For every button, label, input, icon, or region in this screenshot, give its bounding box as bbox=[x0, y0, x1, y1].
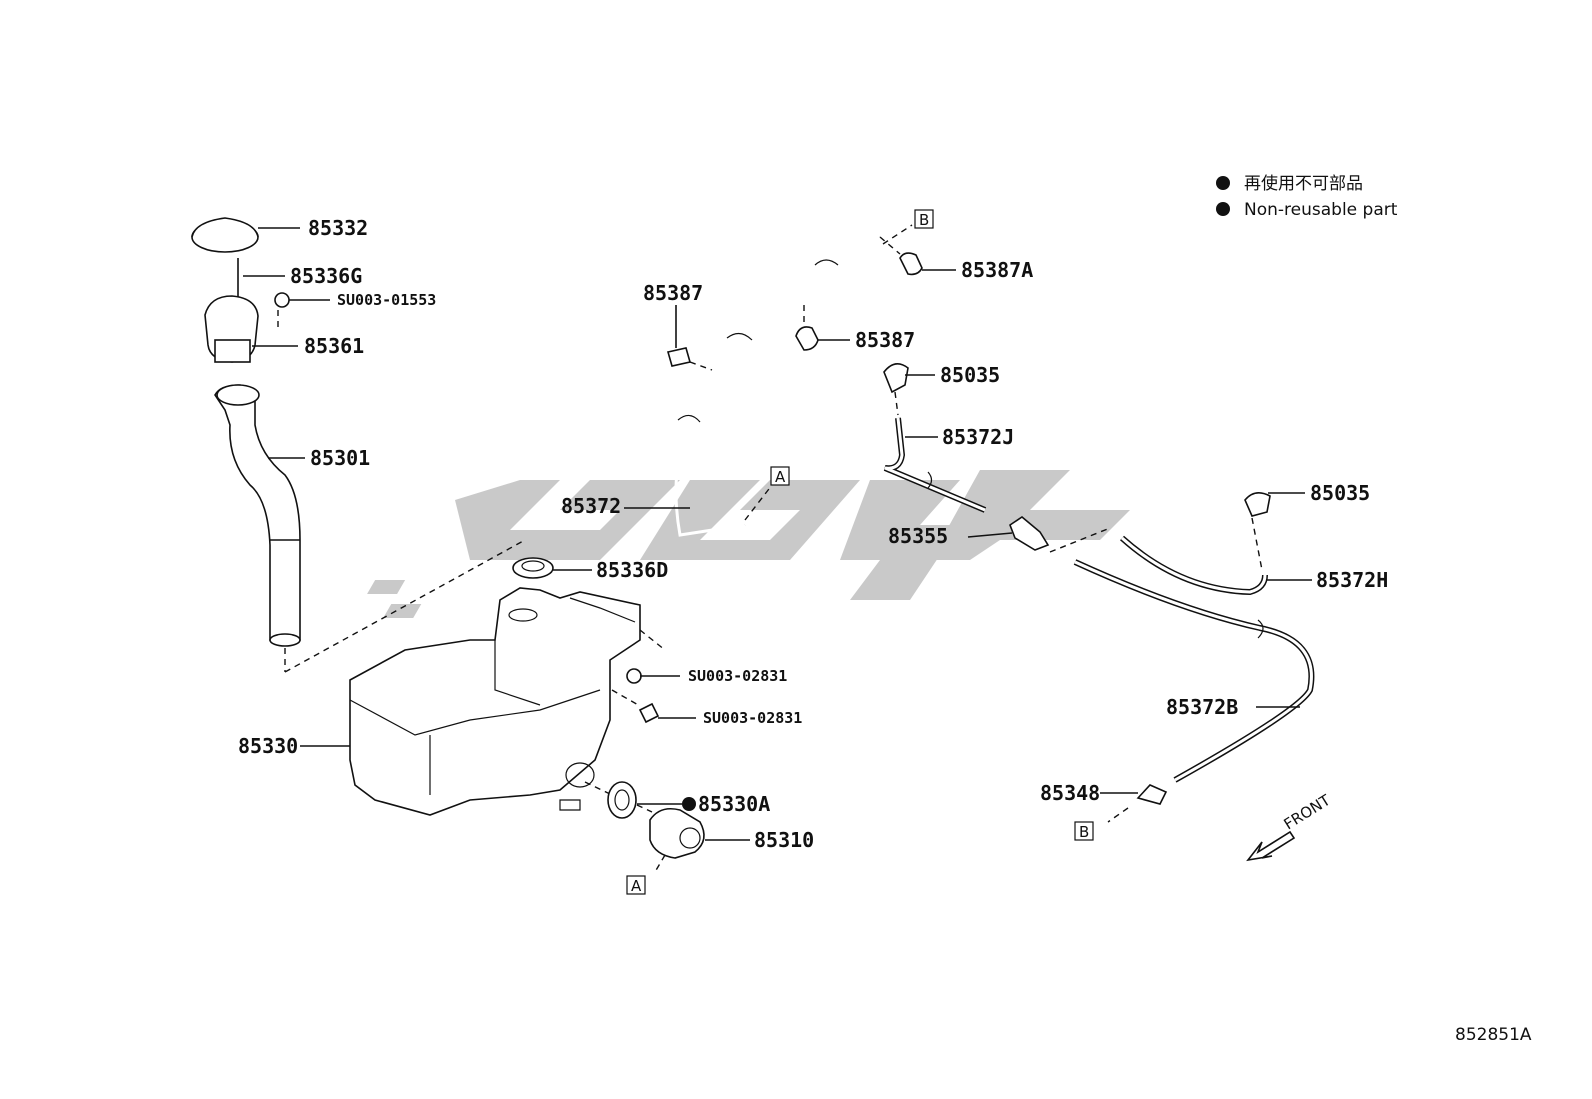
label-su003-02831-upper: SU003-02831 bbox=[688, 667, 787, 685]
clip-su003-01553 bbox=[274, 292, 330, 330]
clip-85387-right bbox=[795, 300, 850, 351]
label-85387-right: 85387 bbox=[855, 328, 915, 352]
label-85330A: 85330A bbox=[698, 792, 770, 816]
label-85035-right: 85035 bbox=[1310, 481, 1370, 505]
washer-pump-85310 bbox=[649, 807, 750, 873]
pump-grommet-85330A bbox=[607, 781, 696, 819]
ref-box-b-bottom: B bbox=[1074, 821, 1094, 841]
label-85372: 85372 bbox=[561, 494, 621, 518]
label-85387-left: 85387 bbox=[643, 281, 703, 305]
bolt-su003-02831-lower bbox=[638, 702, 696, 724]
front-arrow-icon: FRONT bbox=[1246, 791, 1335, 862]
washer-hose-85372 bbox=[624, 235, 881, 537]
non-reusable-dot-icon bbox=[682, 797, 696, 811]
legend: 再使用不可部品 Non-reusable part bbox=[1216, 173, 1398, 220]
label-85355: 85355 bbox=[888, 524, 948, 548]
label-85301: 85301 bbox=[310, 446, 370, 470]
washer-nozzle-85035-right bbox=[1244, 492, 1305, 571]
svg-text:A: A bbox=[631, 877, 642, 895]
ref-box-a-top: A bbox=[770, 466, 790, 486]
filler-neck-hose bbox=[214, 384, 305, 647]
label-su003-01553: SU003-01553 bbox=[337, 291, 436, 309]
non-reusable-dot-icon bbox=[1216, 202, 1230, 216]
clip-85387A bbox=[899, 252, 956, 276]
label-85336G: 85336G bbox=[290, 264, 362, 288]
svg-text:B: B bbox=[919, 211, 929, 229]
joint-85355 bbox=[967, 516, 1111, 553]
svg-text:B: B bbox=[1079, 823, 1089, 841]
bolt-su003-02831-upper bbox=[626, 668, 680, 684]
filler-inlet bbox=[204, 295, 298, 363]
label-85310: 85310 bbox=[754, 828, 814, 852]
legend-jp: 再使用不可部品 bbox=[1244, 173, 1363, 194]
front-label: FRONT bbox=[1281, 791, 1335, 834]
ref-box-b-top: B bbox=[914, 209, 934, 229]
label-85372J: 85372J bbox=[942, 425, 1014, 449]
clip-85387-left bbox=[666, 305, 713, 371]
watermark-logo bbox=[367, 470, 1130, 618]
label-85372H: 85372H bbox=[1316, 568, 1388, 592]
legend-en: Non-reusable part bbox=[1244, 200, 1398, 220]
svg-text:A: A bbox=[775, 468, 786, 486]
washer-nozzle-85035-left bbox=[883, 363, 935, 416]
grommet-85336D bbox=[512, 557, 592, 579]
non-reusable-dot-icon bbox=[1216, 176, 1230, 190]
hose-85372B bbox=[1073, 559, 1315, 783]
label-85336D: 85336D bbox=[596, 558, 668, 582]
ref-box-a-bottom: A bbox=[626, 875, 646, 895]
check-valve-85348 bbox=[1100, 784, 1168, 823]
label-85035-left: 85035 bbox=[940, 363, 1000, 387]
label-85348: 85348 bbox=[1040, 781, 1100, 805]
filler-cap bbox=[191, 217, 300, 253]
label-85330: 85330 bbox=[238, 734, 298, 758]
hose-85372J bbox=[883, 417, 987, 513]
washer-tank bbox=[300, 587, 641, 816]
label-85387A: 85387A bbox=[961, 258, 1033, 282]
label-su003-02831-lower: SU003-02831 bbox=[703, 709, 802, 727]
label-85361: 85361 bbox=[304, 334, 364, 358]
diagram-code: 852851A bbox=[1455, 1025, 1532, 1045]
label-85332: 85332 bbox=[308, 216, 368, 240]
label-85372B: 85372B bbox=[1166, 695, 1238, 719]
hose-85372H bbox=[1119, 535, 1312, 596]
